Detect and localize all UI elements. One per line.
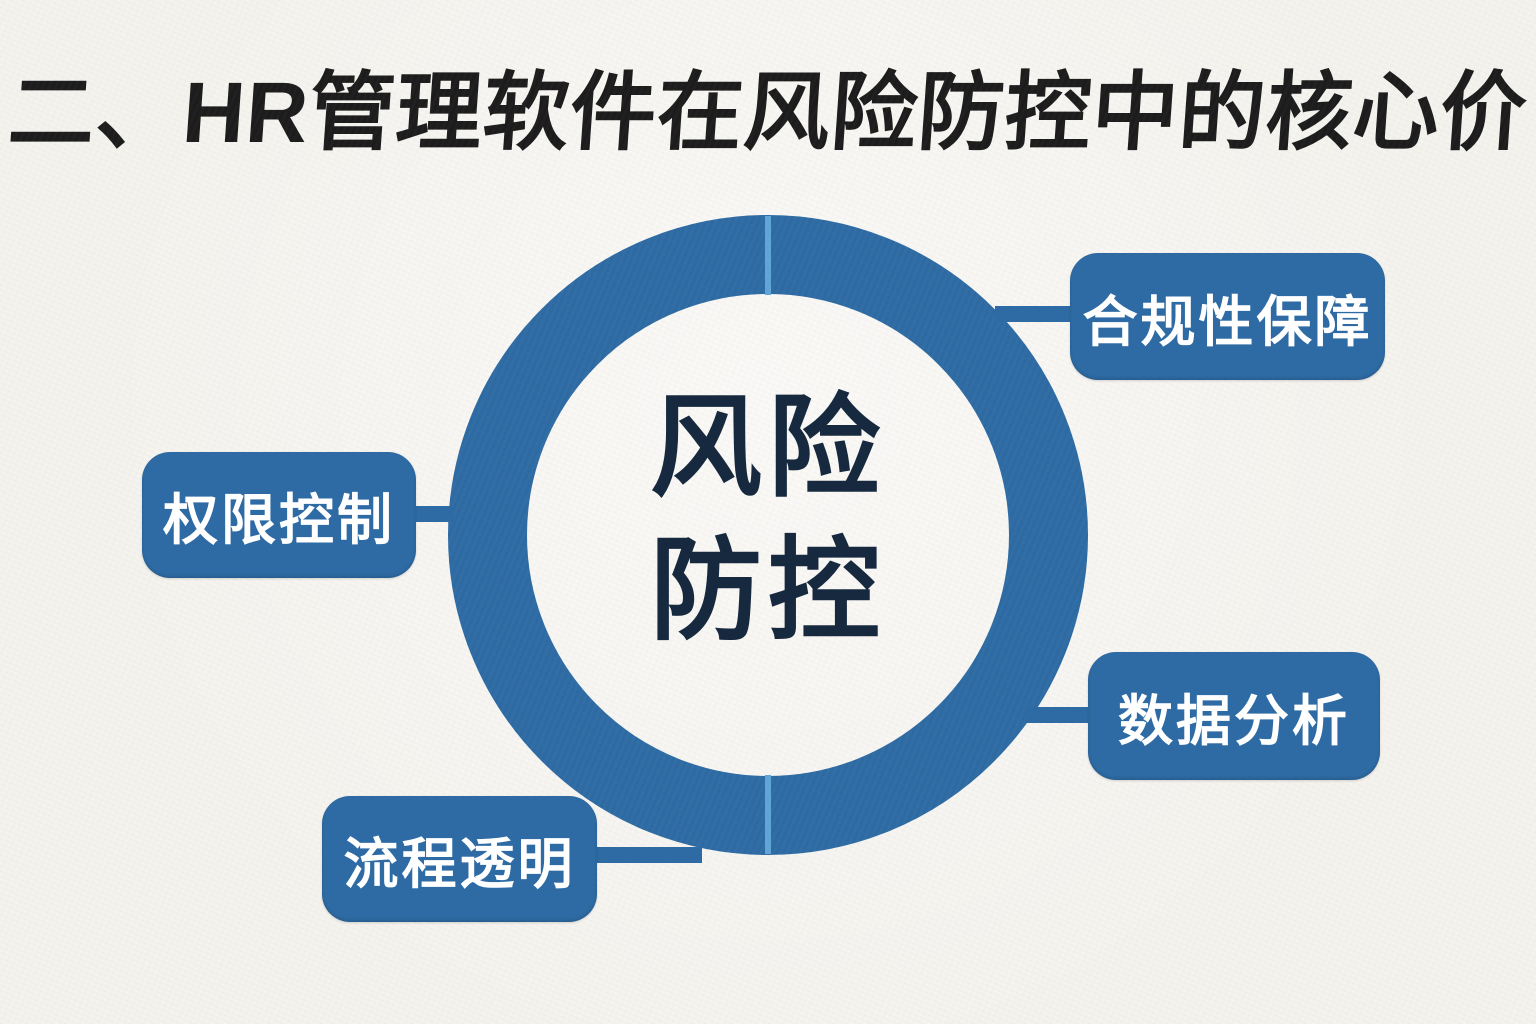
node-compliance-label: 合规性保障	[1082, 290, 1373, 353]
connector-permission	[412, 506, 454, 522]
connector-data-analysis	[1026, 707, 1092, 723]
connector-compliance	[995, 306, 1077, 322]
node-process-label: 流程透明	[343, 833, 576, 895]
node-data-analysis-label: 数据分析	[1117, 690, 1350, 752]
ring-divider-top	[765, 216, 771, 295]
center-label: 风险 防控	[527, 278, 1009, 760]
center-label-line2: 防控	[650, 528, 886, 653]
node-compliance: 合规性保障	[1070, 253, 1385, 380]
page-title: 二、HR管理软件在风险防控中的核心价	[5, 65, 1531, 161]
node-process: 流程透明	[322, 796, 597, 922]
connector-process	[594, 847, 702, 863]
node-data-analysis: 数据分析	[1088, 652, 1380, 780]
center-label-line1: 风险	[650, 384, 886, 510]
node-permission: 权限控制	[142, 452, 416, 578]
ring-divider-bottom	[765, 775, 771, 854]
node-permission-label: 权限控制	[162, 489, 395, 551]
